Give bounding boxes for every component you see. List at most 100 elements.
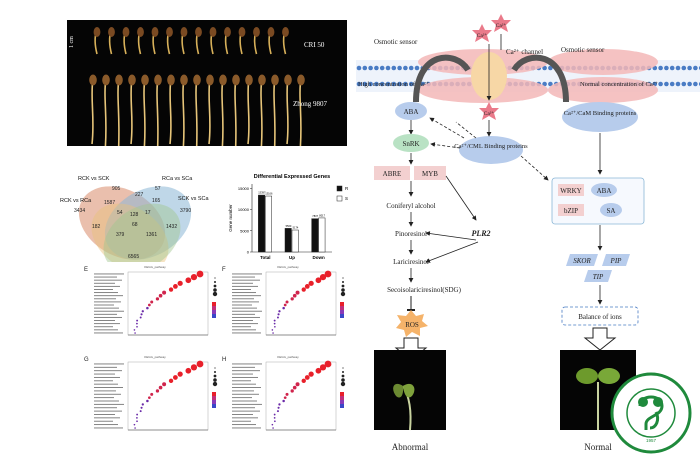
enrichment-dot xyxy=(273,413,276,416)
membrane-bead xyxy=(403,65,408,71)
enrichment-dot xyxy=(150,300,154,304)
term-label-line xyxy=(232,313,255,315)
term-label-line xyxy=(94,414,115,415)
enrichment-dot xyxy=(272,332,274,334)
high-concentration-label: High concentration of Ca²⁺ xyxy=(358,81,430,88)
enrichment-dot xyxy=(141,403,144,406)
term-label-line xyxy=(94,407,117,409)
size-legend-dot xyxy=(342,277,344,279)
size-legend-dot xyxy=(213,378,217,382)
seed-coat xyxy=(284,74,292,86)
color-legend-step xyxy=(212,314,216,318)
membrane-bead xyxy=(374,65,379,71)
color-legend-step xyxy=(212,310,216,314)
membrane-bead xyxy=(658,65,663,71)
seedling xyxy=(299,77,302,153)
membrane-bead xyxy=(693,65,698,71)
seed-coat xyxy=(193,74,201,86)
enrichment-dot xyxy=(173,375,178,380)
enrichment-dot xyxy=(134,332,136,334)
membrane-bead xyxy=(408,81,414,87)
seedling xyxy=(117,77,120,161)
term-label-line xyxy=(232,414,253,415)
enrichment-dot xyxy=(273,319,276,322)
color-legend-step xyxy=(340,310,344,314)
legend-label: S xyxy=(345,196,348,201)
term-label-line xyxy=(232,383,256,385)
enrichment-dot xyxy=(282,399,285,403)
term-label-line xyxy=(94,393,121,395)
bar xyxy=(311,218,319,253)
membrane-bead xyxy=(675,65,681,71)
term-label-line xyxy=(94,329,118,331)
color-legend-step xyxy=(340,314,344,318)
seedling xyxy=(221,77,224,153)
label-cri50: CRI 50 xyxy=(304,41,325,49)
enrichment-dot xyxy=(290,389,294,393)
snrk-label: SnRK xyxy=(402,140,419,148)
enrichment-dot xyxy=(162,382,167,387)
enrichment-dot xyxy=(282,306,285,310)
size-legend-dot xyxy=(340,381,346,387)
membrane-bead xyxy=(542,65,547,71)
membrane-bead xyxy=(693,81,698,87)
bar-data-label: 5560 xyxy=(286,224,292,228)
size-legend-dot xyxy=(342,367,344,369)
membrane-bead xyxy=(385,81,391,87)
wrky-label: WRKY xyxy=(560,187,581,195)
venn-number: 128 xyxy=(130,212,139,218)
enrichment-dot xyxy=(190,364,198,371)
x-tick-label: Total xyxy=(260,255,270,260)
y-tick-label: 10000 xyxy=(238,207,250,212)
seed-coat xyxy=(166,27,173,37)
osmotic-sensor-left-label: Osmotic sensor xyxy=(374,38,418,46)
term-label-line xyxy=(94,279,122,281)
membrane-bead xyxy=(356,65,362,71)
seed-coat xyxy=(282,27,289,37)
enrichment-dot xyxy=(136,413,139,416)
size-legend-dot xyxy=(341,378,345,382)
term-label-line xyxy=(94,380,113,382)
cam-node xyxy=(562,102,638,132)
panel-title: KEGG_pathway xyxy=(277,265,299,269)
membrane-bead xyxy=(397,81,402,87)
enrichment-dot xyxy=(301,378,306,384)
enrichment-dot xyxy=(146,306,149,310)
membrane-bead xyxy=(658,81,663,87)
color-legend-step xyxy=(212,306,216,310)
enrichment-dot xyxy=(324,360,332,368)
membrane-bead xyxy=(542,81,547,87)
venn-set-3 xyxy=(91,203,169,273)
seed-coat xyxy=(115,74,123,86)
enrichment-dot xyxy=(168,287,174,292)
enrichment-dot xyxy=(273,417,276,419)
term-label-line xyxy=(94,320,115,321)
enrichment-dot xyxy=(141,310,144,313)
enrichment-dot xyxy=(315,277,322,284)
enrichment-dot xyxy=(139,410,142,413)
normal-concentration-label: Normal concentration of Ca²⁺ xyxy=(580,81,659,88)
venn-number: 17 xyxy=(145,210,151,216)
enrichment-dot xyxy=(177,371,183,377)
panel-title: KEGG_pathway xyxy=(144,265,166,269)
venn-number: 1432 xyxy=(166,224,177,230)
enrichment-dot xyxy=(276,410,279,413)
size-legend-dot xyxy=(213,374,217,378)
enrichment-dot xyxy=(273,322,276,325)
pip-label: PIP xyxy=(610,257,623,265)
enrichment-dot xyxy=(304,375,310,380)
curved-arrow-left xyxy=(413,54,471,103)
cam-label: Ca²⁺/CaM Binding proteins xyxy=(564,110,637,117)
term-label-line xyxy=(232,370,260,372)
membrane-bead xyxy=(356,81,362,87)
snrk-node xyxy=(393,134,429,152)
dot-plot xyxy=(94,360,218,431)
enrichment-dot xyxy=(278,403,281,406)
enrichment-dot xyxy=(292,293,297,298)
bar-data-label: 5174 xyxy=(293,226,299,230)
membrane-bead xyxy=(414,65,420,71)
legend-swatch xyxy=(336,195,343,202)
color-legend-step xyxy=(212,392,216,396)
enrichment-dot xyxy=(134,427,136,429)
term-label-line xyxy=(232,390,254,392)
